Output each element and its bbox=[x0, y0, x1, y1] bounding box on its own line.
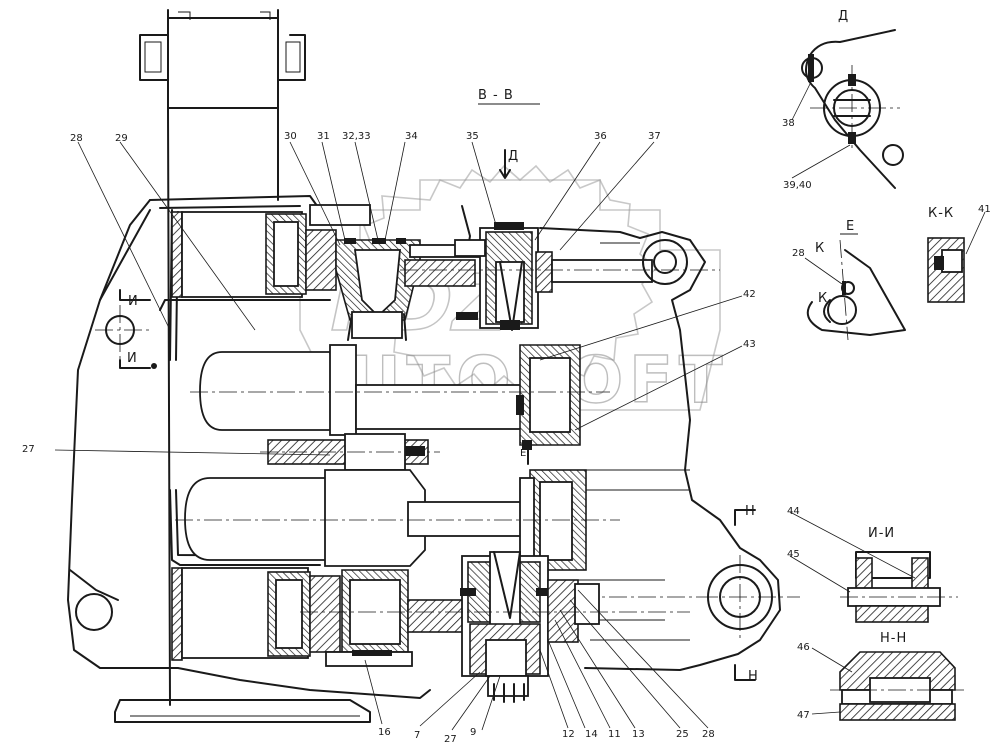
callout-41: 41 bbox=[978, 204, 991, 215]
section-i-bottom-letter: И bbox=[127, 351, 138, 366]
callout-39-40: 39,40 bbox=[783, 180, 812, 191]
detail-nn: Н-Н 46 47 bbox=[797, 631, 965, 721]
callout-44: 44 bbox=[787, 506, 800, 517]
upper-shaft-group bbox=[400, 205, 720, 331]
callout-42: 42 bbox=[743, 289, 756, 300]
callout-bottom-28: 28 bbox=[702, 729, 715, 740]
callout-35: 35 bbox=[466, 131, 479, 142]
callout-bottom-7: 7 bbox=[414, 730, 420, 741]
callout-bottom-14: 14 bbox=[585, 729, 598, 740]
upper-cylinder-block bbox=[171, 204, 421, 341]
callout-bottom-9: 9 bbox=[470, 727, 476, 738]
callout-bottom-27: 27 bbox=[444, 734, 457, 745]
detail-ii-title: И-И bbox=[868, 526, 895, 541]
callout-leaders-bottom bbox=[364, 589, 709, 731]
detail-d-title: Д bbox=[838, 9, 849, 24]
callout-bottom-12: 12 bbox=[562, 729, 575, 740]
callout-38: 38 bbox=[782, 118, 795, 129]
callout-27: 27 bbox=[22, 444, 35, 455]
lower-cylinder-block bbox=[171, 551, 690, 703]
callout-28-detail: 28 bbox=[792, 248, 805, 259]
callout-34: 34 bbox=[405, 131, 418, 142]
callout-46: 46 bbox=[797, 642, 810, 653]
section-n-marker: Н Н bbox=[734, 504, 759, 684]
callout-bottom-25: 25 bbox=[676, 729, 689, 740]
section-n-top-letter: Н bbox=[745, 504, 756, 519]
callout-29: 29 bbox=[115, 133, 128, 144]
callout-45: 45 bbox=[787, 549, 800, 560]
detail-e-letter: Е bbox=[846, 219, 855, 234]
section-e-center: Е bbox=[520, 447, 529, 465]
section-headers: В - В Д bbox=[478, 88, 540, 179]
callout-37: 37 bbox=[648, 131, 661, 142]
callout-28: 28 bbox=[70, 133, 83, 144]
callout-bottom-11: 11 bbox=[608, 729, 621, 740]
callout-32-33: 32,33 bbox=[342, 131, 371, 142]
detail-ii: И-И 44 45 bbox=[787, 506, 958, 623]
detail-kk-title: К-К bbox=[928, 206, 954, 221]
section-i-marker: И И bbox=[119, 289, 157, 369]
section-e-center-letter: Е bbox=[520, 448, 526, 459]
detail-d: Д 38 39,40 bbox=[782, 9, 904, 191]
detail-k-top-letter: К bbox=[815, 241, 825, 256]
callout-30: 30 bbox=[284, 131, 297, 142]
callout-bottom-13: 13 bbox=[632, 729, 645, 740]
callout-leaders-top bbox=[54, 141, 743, 456]
detail-e-k: Е К К 28 bbox=[792, 219, 906, 341]
section-i-top-letter: И bbox=[128, 294, 139, 309]
section-d-arrow-letter: Д bbox=[508, 149, 519, 164]
detail-kk: К-К 41 bbox=[927, 204, 991, 303]
detail-nn-title: Н-Н bbox=[880, 631, 907, 646]
section-n-bottom-letter: Н bbox=[748, 669, 759, 684]
callout-43: 43 bbox=[743, 339, 756, 350]
callout-36: 36 bbox=[594, 131, 607, 142]
callout-31: 31 bbox=[317, 131, 330, 142]
section-bb-title: В - В bbox=[478, 88, 514, 103]
callout-bottom-16: 16 bbox=[378, 727, 391, 738]
callout-47: 47 bbox=[797, 710, 810, 721]
callout-labels: 28 29 30 31 32,33 34 35 36 37 42 43 27 1… bbox=[22, 131, 756, 745]
right-arm bbox=[539, 227, 800, 671]
center-gear-stack bbox=[175, 344, 620, 571]
detail-k-bottom-letter: К bbox=[818, 291, 828, 306]
